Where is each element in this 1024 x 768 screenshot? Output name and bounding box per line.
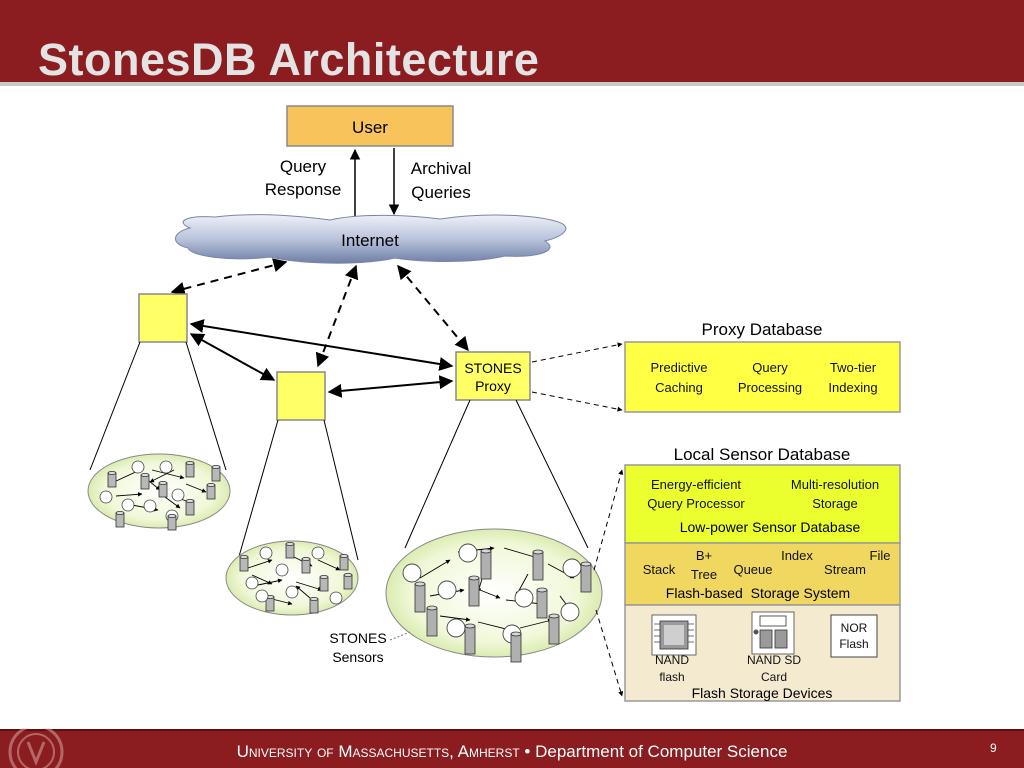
footer-department: Department of Computer Science	[535, 742, 788, 761]
stones-sensors-line1: STONES	[329, 630, 386, 646]
node2-field-right	[323, 419, 359, 561]
layer1-item2-line1: Multi-resolution	[791, 477, 879, 492]
nand-flash-chip-icon	[651, 614, 697, 656]
layer2-stack: Stack	[643, 562, 676, 577]
user-label: User	[352, 118, 388, 137]
proxy-db-item3-line1: Two-tier	[830, 360, 877, 375]
node1-field-right	[185, 341, 227, 471]
local-db-link-top	[593, 469, 624, 571]
cloud-node1-link	[170, 258, 288, 296]
node2-field-left	[237, 419, 279, 561]
sensors-label-leader	[389, 631, 411, 641]
nand-flash-line2: flash	[659, 670, 684, 684]
title-bar	[0, 0, 1024, 82]
layer2-btree-line1: B+	[696, 548, 712, 563]
nor-flash-line1: NOR	[841, 621, 868, 635]
architecture-diagram: User Query Response Archival Queries Int…	[87, 105, 901, 702]
proxy-field-right	[515, 399, 589, 549]
local-db-title: Local Sensor Database	[674, 445, 851, 464]
layer1-item1-line2: Query Processor	[647, 496, 745, 511]
layer1-item2-line2: Storage	[812, 496, 858, 511]
user-box	[286, 105, 454, 147]
proxy-field-left	[404, 399, 471, 549]
layer2-queue: Queue	[733, 562, 772, 577]
internet-cloud	[175, 214, 567, 264]
proxy-db-item3-line2: Indexing	[828, 380, 877, 395]
nand-flash-line1: NAND	[655, 653, 689, 667]
layer1-item1-line1: Energy-efficient	[651, 477, 741, 492]
local-db-link-bottom	[595, 609, 624, 697]
proxy-db-link-bottom	[531, 391, 623, 412]
cloud-proxy-link	[397, 264, 469, 352]
proxy-node-1	[138, 293, 188, 343]
local-db-layer1	[624, 464, 901, 544]
nand-sd-line2: Card	[761, 670, 787, 684]
query-response-line2: Response	[265, 180, 342, 199]
proxy-db-link-top	[531, 342, 623, 363]
layer1-caption: Low-power Sensor Database	[680, 519, 861, 535]
footer-text: University of Massachusetts, Amherst • D…	[0, 742, 1024, 762]
node1-proxy-link	[189, 319, 454, 371]
stones-sensors-line2: Sensors	[332, 649, 383, 665]
page-number: 9	[990, 741, 997, 755]
footer-top-border	[0, 729, 1024, 732]
internet-label: Internet	[341, 231, 399, 250]
proxy-db-item2-line1: Query	[752, 360, 788, 375]
university-seal-icon	[2, 728, 74, 768]
sensor-field-3	[385, 528, 603, 663]
layer3-caption: Flash Storage Devices	[692, 685, 833, 701]
title-bar-underline	[0, 82, 1024, 86]
layer2-caption: Flash-based Storage System	[666, 585, 850, 601]
stones-proxy-line2: Proxy	[475, 378, 511, 394]
proxy-db-item1-line2: Caching	[655, 380, 703, 395]
nor-flash-box	[830, 614, 878, 658]
footer-separator: •	[524, 742, 531, 761]
layer2-stream: Stream	[824, 562, 866, 577]
layer2-file: File	[870, 548, 891, 563]
proxy-db-item1-line1: Predictive	[650, 360, 707, 375]
sensor-field-2	[225, 540, 359, 616]
local-db-layer2	[624, 542, 901, 606]
proxy-node-2	[276, 371, 326, 421]
nand-sd-line1: NAND SD	[747, 653, 801, 667]
footer-university: University of Massachusetts, Amherst	[236, 742, 520, 761]
node1-node2-link	[189, 333, 276, 381]
node2-proxy-link	[327, 375, 454, 398]
cloud-node2-link	[315, 264, 359, 368]
stones-proxy-line1: STONES	[464, 360, 521, 376]
archival-queries-line1: Archival	[411, 159, 471, 178]
query-response-line1: Query	[280, 157, 327, 176]
proxy-db-box	[624, 341, 901, 413]
archival-queries-line2: Queries	[411, 183, 471, 202]
nor-flash-line2: Flash	[839, 637, 868, 651]
layer2-index: Index	[781, 548, 813, 563]
footer-bar	[0, 731, 1024, 768]
sensor-field-1	[87, 453, 231, 531]
proxy-db-item2-line2: Processing	[738, 380, 802, 395]
layer2-btree-line2: Tree	[691, 567, 717, 582]
node1-field-left	[89, 341, 141, 471]
nand-sd-card-icon	[751, 611, 795, 655]
slide-title: StonesDB Architecture	[38, 34, 540, 85]
stones-proxy-box	[455, 351, 531, 401]
proxy-db-title: Proxy Database	[702, 320, 823, 339]
